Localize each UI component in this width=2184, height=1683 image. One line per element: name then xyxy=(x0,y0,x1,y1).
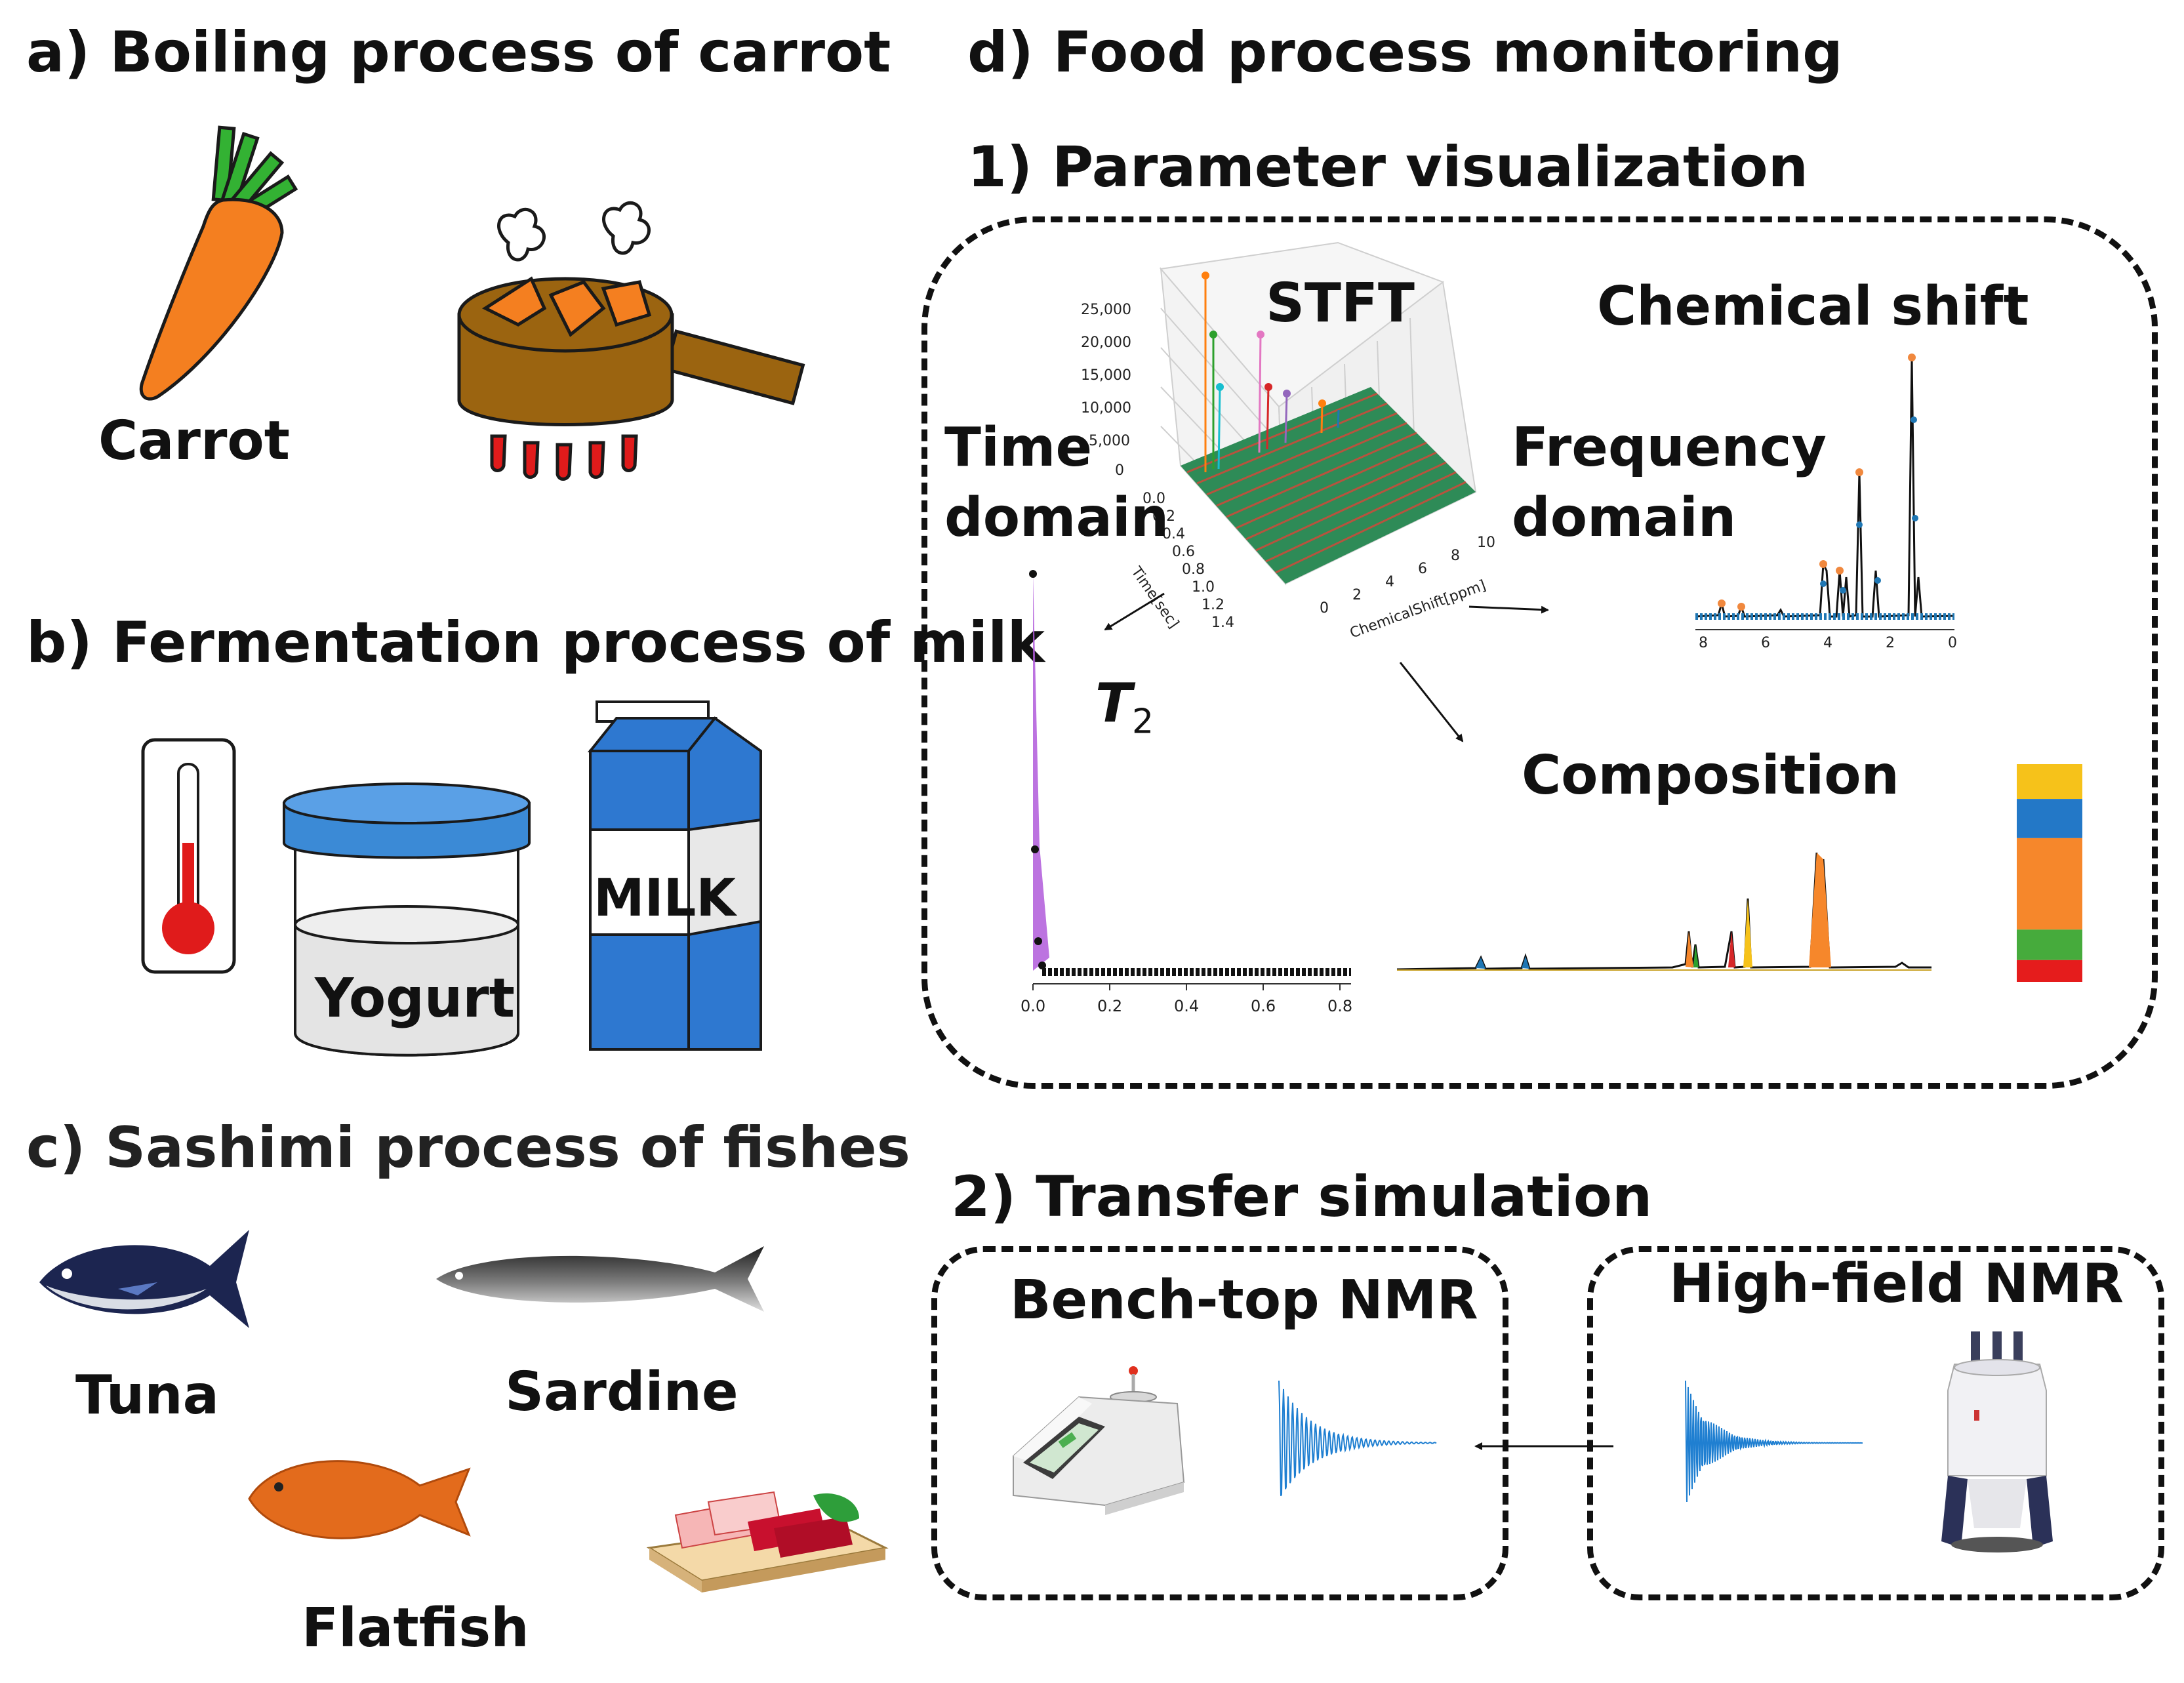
boiling-pot-icon xyxy=(457,201,805,481)
sardine-icon xyxy=(436,1246,764,1312)
composition-bar xyxy=(2017,764,2082,982)
highfield-nmr-magnet-icon xyxy=(1941,1331,2053,1552)
sub2-title: 2) Transfer simulation xyxy=(951,1164,1653,1230)
stft-shift-tick: 8 xyxy=(1451,548,1460,564)
t2-symbol: T xyxy=(1095,672,1132,735)
composition-segment xyxy=(2017,960,2082,982)
composition-segment xyxy=(2017,838,2082,930)
stft-z-tick: 20,000 xyxy=(1081,335,1131,351)
stft-z-tick: 25,000 xyxy=(1081,302,1131,318)
t2-x-tick: 0.8 xyxy=(1327,997,1353,1015)
stft-shift-tick: 0 xyxy=(1320,600,1329,617)
cs-x-tick: 6 xyxy=(1761,635,1770,651)
stft-z-tick: 15,000 xyxy=(1081,367,1131,384)
stft-time-tick: 1.2 xyxy=(1202,597,1224,613)
time-domain-label-line1: Time xyxy=(944,416,1093,479)
t2-x-tick: 0.6 xyxy=(1251,997,1276,1015)
stft-shift-tick: 10 xyxy=(1477,535,1495,551)
benchtop-nmr-box xyxy=(931,1246,1508,1600)
time-domain-label-line2: domain xyxy=(944,487,1169,549)
parameter-visualization-box xyxy=(921,216,2158,1089)
cs-x-tick: 2 xyxy=(1886,635,1895,651)
carrot-label: Carrot xyxy=(98,410,290,472)
arrow-to-chemical-shift xyxy=(1468,605,1549,614)
stft-time-tick: 0.6 xyxy=(1172,544,1195,560)
yogurt-jar-icon xyxy=(283,782,531,1057)
flatfish-icon xyxy=(248,1460,471,1539)
t2-decay-plot xyxy=(1029,570,1351,990)
carrot-icon xyxy=(139,125,298,401)
highfield-nmr-box xyxy=(1587,1246,2164,1600)
t2-x-tick: 0.0 xyxy=(1021,997,1046,1015)
milk-carton-icon xyxy=(587,700,762,1051)
panel-b-title: b) Fermentation process of milk xyxy=(26,610,1045,676)
frequency-domain-label-line1: Frequency xyxy=(1512,416,1827,479)
chemical-shift-label: Chemical shift xyxy=(1597,275,2029,338)
fid-trace xyxy=(1685,1380,1863,1503)
stft-time-tick: 0.8 xyxy=(1182,561,1205,578)
chemical-shift-spectrum xyxy=(1695,354,1955,630)
t2-x-tick: 0.4 xyxy=(1174,997,1200,1015)
flatfish-label: Flatfish xyxy=(302,1597,529,1659)
stft-label: STFT xyxy=(1266,272,1415,335)
benchtop-fid-signal xyxy=(1278,1380,1437,1497)
panel-d-title: d) Food process monitoring xyxy=(967,20,1843,85)
panel-a-title: a) Boiling process of carrot xyxy=(26,20,891,85)
stft-z-tick: 0 xyxy=(1115,462,1124,479)
sub1-title: 1) Parameter visualization xyxy=(967,134,1808,200)
t2-x-tick: 0.2 xyxy=(1097,997,1123,1015)
benchtop-nmr-label: Bench-top NMR xyxy=(1010,1269,1478,1331)
stft-shift-tick: 2 xyxy=(1352,587,1362,603)
composition-spectrum xyxy=(1396,852,1931,971)
fid-trace xyxy=(1278,1380,1437,1497)
stft-time-tick: 0.0 xyxy=(1143,491,1165,507)
tuna-label: Tuna xyxy=(75,1364,220,1427)
composition-label: Composition xyxy=(1522,744,1899,807)
stft-shift-tick: 4 xyxy=(1385,574,1394,590)
benchtop-nmr-device-icon xyxy=(1013,1366,1185,1515)
stft-z-tick: 10,000 xyxy=(1081,400,1131,416)
cs-x-tick: 0 xyxy=(1948,635,1957,651)
stft-time-tick: 0.4 xyxy=(1162,526,1185,542)
panel-c-title: c) Sashimi process of fishes xyxy=(26,1115,910,1181)
yogurt-label: Yogurt xyxy=(315,967,515,1030)
stft-time-tick: 1.4 xyxy=(1211,615,1234,631)
stft-time-tick: 0.2 xyxy=(1152,508,1175,525)
stft-time-tick: 1.0 xyxy=(1192,579,1215,596)
thermometer-icon xyxy=(141,738,236,974)
frequency-domain-label-line2: domain xyxy=(1512,487,1737,549)
composition-segment xyxy=(2017,764,2082,800)
stft-3d-plot xyxy=(1160,241,1477,586)
composition-segment xyxy=(2017,929,2082,960)
highfield-fid-signal xyxy=(1685,1380,1863,1503)
t2-subscript: 2 xyxy=(1131,702,1154,742)
cs-x-tick: 8 xyxy=(1699,635,1708,651)
stft-shift-tick: 6 xyxy=(1418,561,1427,577)
tuna-icon xyxy=(39,1230,249,1328)
milk-label: MILK xyxy=(594,869,736,928)
sardine-label: Sardine xyxy=(505,1361,738,1423)
highfield-nmr-label: High-field NMR xyxy=(1669,1253,2124,1315)
stft-z-tick: 5,000 xyxy=(1089,433,1130,449)
arrow-to-t2 xyxy=(1104,592,1165,631)
arrow-to-composition xyxy=(1399,662,1464,742)
cs-x-tick: 4 xyxy=(1823,635,1832,651)
t2-label: T2 xyxy=(1095,672,1154,741)
composition-segment xyxy=(2017,799,2082,838)
sashimi-icon xyxy=(646,1491,889,1592)
